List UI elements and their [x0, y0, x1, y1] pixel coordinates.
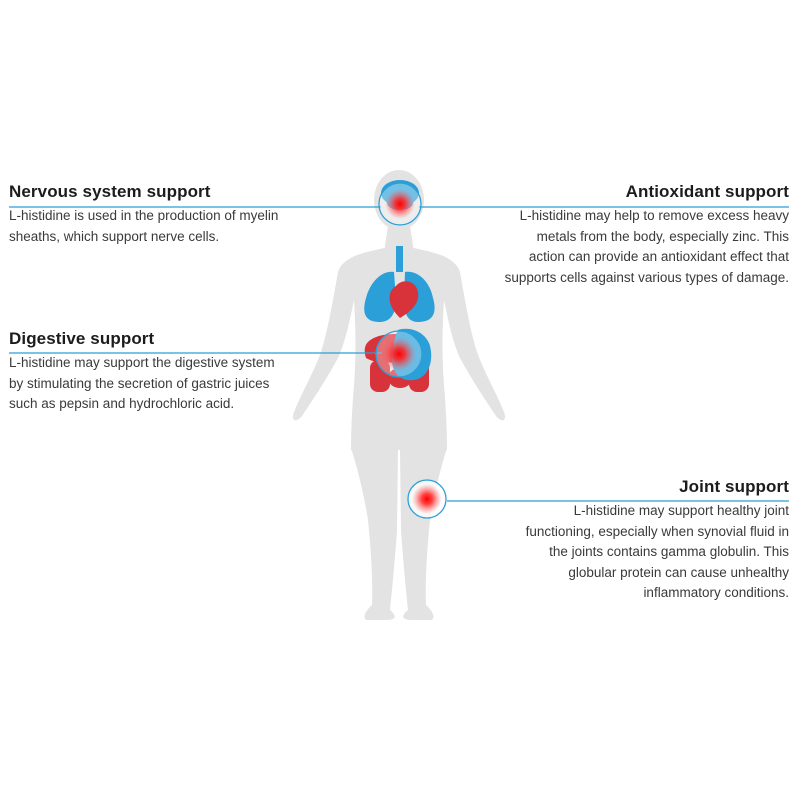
callout-joint-body: L-histidine may support healthy joint fu…: [525, 503, 789, 600]
callout-nervous-system: Nervous system support L-histidine is us…: [9, 181, 309, 247]
callout-digestive-body: L-histidine may support the digestive sy…: [9, 355, 275, 411]
callout-antioxidant: Antioxidant support L-histidine may help…: [499, 181, 789, 288]
digestive-highlight-glow: [382, 337, 416, 371]
callout-antioxidant-body: L-histidine may help to remove excess he…: [504, 208, 789, 285]
human-silhouette: [292, 170, 506, 620]
callout-nervous-body: L-histidine is used in the production of…: [9, 208, 279, 244]
callout-digestive: Digestive support L-histidine may suppor…: [9, 328, 279, 415]
leader-lines: [9, 206, 789, 502]
callout-digestive-title: Digestive support: [9, 329, 155, 348]
brain-highlight-glow: [385, 189, 415, 219]
heart-organ: [389, 281, 419, 318]
callout-joint-title: Joint support: [679, 477, 789, 496]
callout-joint: Joint support L-histidine may support he…: [504, 476, 789, 604]
highlight-spots: [375, 182, 447, 519]
callout-nervous-title: Nervous system support: [9, 182, 211, 201]
knee-highlight-glow: [412, 484, 442, 514]
callout-antioxidant-title: Antioxidant support: [625, 182, 789, 201]
